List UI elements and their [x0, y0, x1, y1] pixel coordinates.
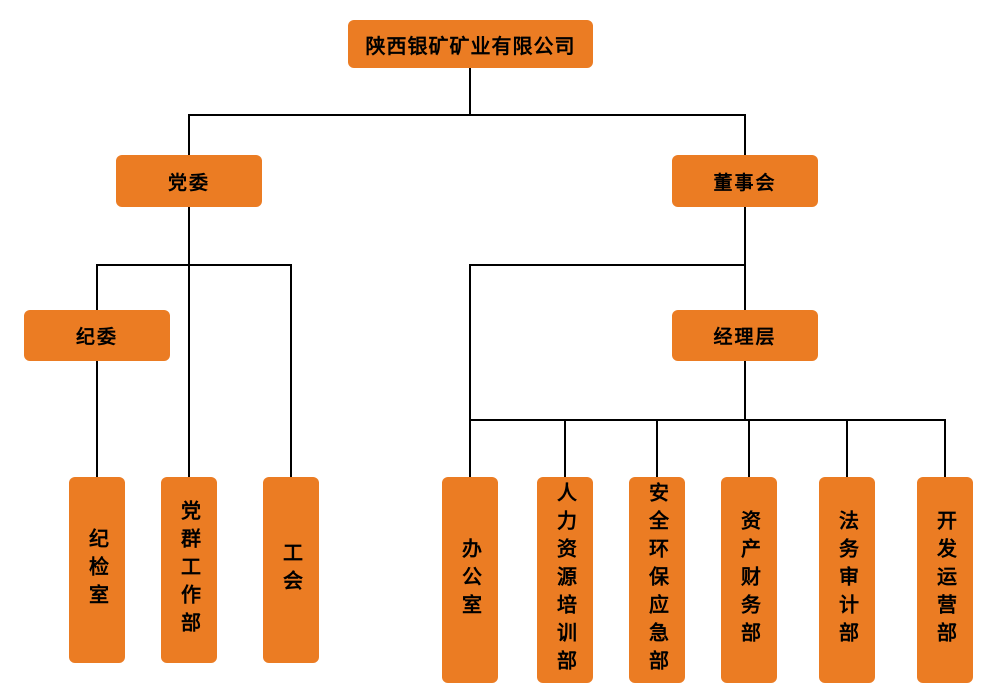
node-management-team: 经理层 [672, 310, 818, 361]
connector-line [469, 264, 746, 266]
node-party-committee: 党委 [116, 155, 262, 207]
connector-line [656, 419, 658, 478]
connector-line [744, 360, 746, 420]
connector-line [748, 419, 750, 478]
node-general-office: 办公室 [442, 477, 498, 683]
node-discipline-inspection-office: 纪检室 [69, 477, 125, 663]
node-labor-union: 工会 [263, 477, 319, 663]
connector-line [188, 114, 746, 116]
connector-line [744, 206, 746, 311]
connector-line [188, 206, 190, 266]
connector-line [96, 264, 292, 266]
node-party-mass-work-dept: 党群工作部 [161, 477, 217, 663]
connector-line [846, 419, 848, 478]
connector-line [96, 264, 98, 311]
connector-line [188, 114, 190, 156]
node-legal-audit-dept: 法务审计部 [819, 477, 875, 683]
connector-line [564, 419, 566, 478]
connector-line [469, 264, 471, 478]
node-board-of-directors: 董事会 [672, 155, 818, 207]
node-safety-env-emergency-dept: 安全环保应急部 [629, 477, 685, 683]
connector-line [290, 264, 292, 478]
node-dev-operations-dept: 开发运营部 [917, 477, 973, 683]
connector-line [469, 68, 471, 116]
node-company: 陕西银矿矿业有限公司 [348, 20, 593, 68]
connector-line [744, 114, 746, 156]
node-hr-training-dept: 人力资源培训部 [537, 477, 593, 683]
connector-line [188, 264, 190, 478]
connector-line [96, 360, 98, 478]
connector-line [944, 419, 946, 478]
node-asset-finance-dept: 资产财务部 [721, 477, 777, 683]
node-discipline-committee: 纪委 [24, 310, 170, 361]
connector-line [469, 419, 946, 421]
